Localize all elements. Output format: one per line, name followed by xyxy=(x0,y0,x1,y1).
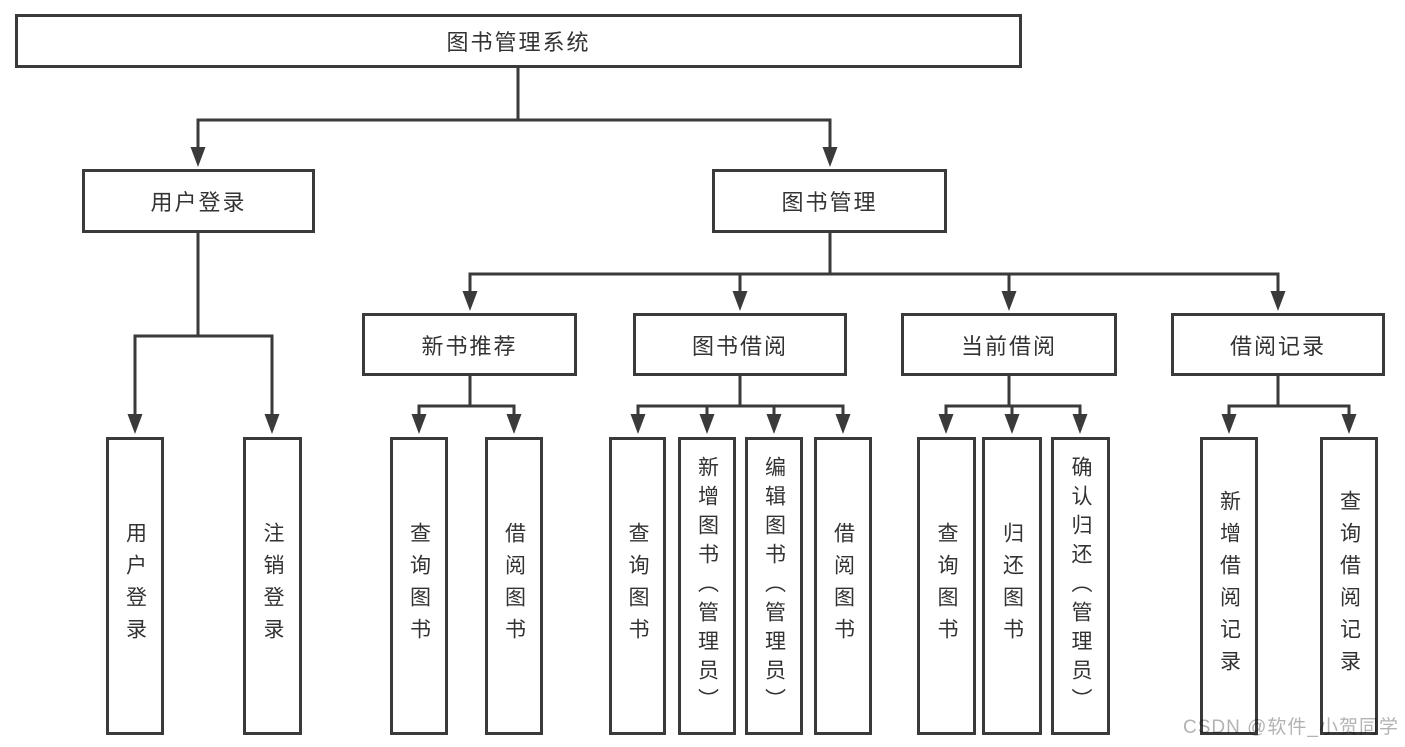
leaf-borrow-books-label: 借阅图书 xyxy=(831,522,855,650)
leaf-edit-books-admin: 编辑图书（管理员） xyxy=(745,437,803,735)
arrow-down-icons xyxy=(127,147,1357,434)
node-book-management: 图书管理 xyxy=(712,169,947,233)
node-borrow-records-label: 借阅记录 xyxy=(1229,333,1326,359)
node-book-borrow-label: 图书借阅 xyxy=(691,333,788,359)
node-book-borrow: 图书借阅 xyxy=(633,313,847,376)
leaf-edit-books-admin-label: 编辑图书（管理员） xyxy=(762,455,786,717)
leaf-confirm-return-admin-label: 确认归还（管理员） xyxy=(1069,455,1092,717)
node-new-book-recommend-label: 新书推荐 xyxy=(421,333,518,359)
leaf-user-login-label: 用户登录 xyxy=(123,522,147,650)
watermark: CSDN @软件_小贺同学 xyxy=(1183,717,1399,738)
leaf-borrow-query-books: 查询图书 xyxy=(609,437,666,735)
leaf-add-borrow-record: 新增借阅记录 xyxy=(1200,437,1258,735)
node-user-login: 用户登录 xyxy=(82,169,315,233)
leaf-return-books-label: 归还图书 xyxy=(1000,522,1024,650)
node-user-login-label: 用户登录 xyxy=(150,190,247,215)
node-root-system: 图书管理系统 xyxy=(15,14,1022,68)
node-current-borrow: 当前借阅 xyxy=(901,313,1117,376)
leaf-logout-label: 注销登录 xyxy=(261,522,284,650)
leaf-borrow-query-books-label: 查询图书 xyxy=(626,522,649,650)
leaf-query-borrow-record-label: 查询借阅记录 xyxy=(1337,490,1361,682)
leaf-add-books-admin-label: 新增图书（管理员） xyxy=(695,455,719,717)
node-root-label: 图书管理系统 xyxy=(446,30,591,55)
leaf-recommend-query-books: 查询图书 xyxy=(390,437,448,735)
node-current-borrow-label: 当前借阅 xyxy=(960,333,1057,359)
leaf-current-query-books-label: 查询图书 xyxy=(935,522,958,650)
leaf-user-login: 用户登录 xyxy=(106,437,164,735)
leaf-query-borrow-record: 查询借阅记录 xyxy=(1320,437,1378,735)
node-new-book-recommend: 新书推荐 xyxy=(362,313,577,376)
leaf-recommend-borrow-books-label: 借阅图书 xyxy=(502,522,526,650)
leaf-return-books: 归还图书 xyxy=(982,437,1042,735)
leaf-add-books-admin: 新增图书（管理员） xyxy=(678,437,736,735)
leaf-current-query-books: 查询图书 xyxy=(917,437,976,735)
leaf-borrow-books: 借阅图书 xyxy=(814,437,872,735)
leaf-logout: 注销登录 xyxy=(243,437,302,735)
node-book-management-label: 图书管理 xyxy=(781,190,878,215)
leaf-recommend-query-books-label: 查询图书 xyxy=(407,522,431,650)
leaf-recommend-borrow-books: 借阅图书 xyxy=(485,437,543,735)
node-borrow-records: 借阅记录 xyxy=(1171,313,1385,376)
leaf-confirm-return-admin: 确认归还（管理员） xyxy=(1051,437,1110,735)
leaf-add-borrow-record-label: 新增借阅记录 xyxy=(1217,490,1241,682)
